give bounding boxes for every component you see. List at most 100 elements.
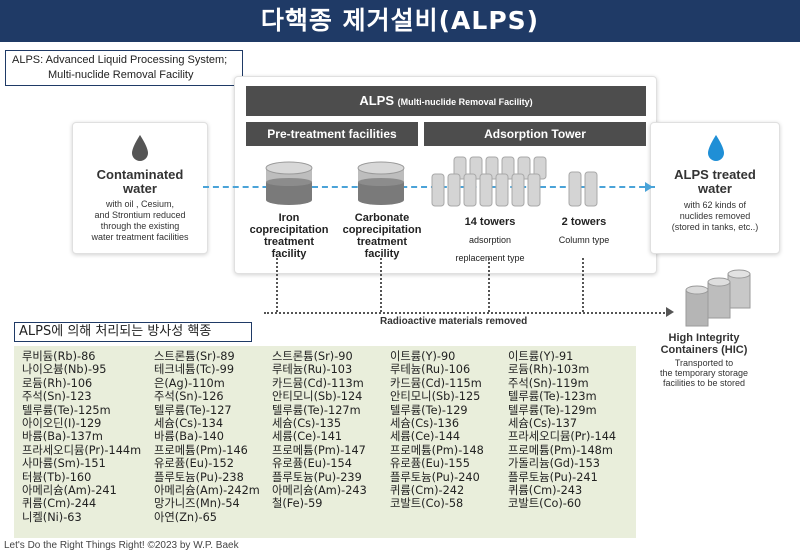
water-drop-icon <box>132 135 148 161</box>
contaminated-water-title: Contaminated water <box>74 168 206 196</box>
nuclide-item: 바륨(Ba)-140 <box>154 430 224 444</box>
nuclide-item: 프로메튬(Pm)-148m <box>508 443 613 457</box>
nuclide-item: 로듐(Rh)-103m <box>508 363 590 377</box>
carbonate-line2: coprecipitation <box>342 224 422 236</box>
hic-containers-icon <box>685 269 751 327</box>
towers-14-sub1: adsorption <box>468 235 512 245</box>
nuclide-item: 프라세오디뮴(Pr)-144 <box>508 430 617 444</box>
nuclide-item: 코발트(Co)-60 <box>508 497 582 511</box>
adsorption-towers-14-icon <box>431 156 547 207</box>
contaminated-title-line2: water <box>123 181 157 196</box>
water-flow-line <box>203 186 655 188</box>
treated-title-line2: water <box>698 181 732 196</box>
pre-treatment-bar: Pre-treatment facilities <box>246 122 418 146</box>
nuclide-item: 텔루륨(Te)-127 <box>154 403 232 417</box>
nuclide-item: 터븀(Tb)-160 <box>22 470 92 484</box>
iron-line4: facility <box>271 248 307 260</box>
hic-title-line2: Containers (HIC) <box>660 344 748 356</box>
nuclide-item: 아이오딘(I)-129 <box>22 416 102 430</box>
radioactive-removal-line <box>264 312 668 314</box>
nuclide-item: 프로메튬(Pm)-147 <box>272 443 366 457</box>
nuclide-item: 세슘(Cs)-136 <box>390 416 460 430</box>
nuclide-list-heading: ALPS에 의해 처리되는 방사성 핵종 <box>14 322 252 342</box>
nuclide-item: 프라세오디뮴(Pr)-144m <box>22 443 142 457</box>
nuclide-item: 가돌리늄(Gd)-153 <box>508 457 600 471</box>
towers-2-sub1: Column type <box>558 235 610 245</box>
nuclide-item: 망가니즈(Mn)-54 <box>154 497 240 511</box>
nuclide-item: 루테늄(Ru)-106 <box>390 363 471 377</box>
nuclide-item: 아메리슘(Am)-243 <box>272 483 367 497</box>
hic-desc-line2: the temporary storage <box>659 368 749 378</box>
towers-14-label: 14 towers adsorption replacement type <box>428 212 552 266</box>
nuclide-item: 텔루륨(Te)-125m <box>22 403 111 417</box>
nuclide-item: 나이오븀(Nb)-95 <box>22 363 107 377</box>
nuclide-item: 주석(Sn)-119m <box>508 376 589 390</box>
nuclide-item: 세슘(Cs)-137 <box>508 416 578 430</box>
nuclide-item: 아메리슘(Am)-241 <box>22 483 117 497</box>
nuclide-item: 로듐(Rh)-106 <box>22 376 93 390</box>
nuclide-item: 텔루륨(Te)-123m <box>508 390 597 404</box>
nuclide-item: 텔루륨(Te)-127m <box>272 403 361 417</box>
nuclide-item: 퀴륨(Cm)-244 <box>22 497 97 511</box>
nuclide-item: 니켈(Ni)-63 <box>22 510 82 524</box>
nuclide-item: 세슘(Cs)-135 <box>272 416 342 430</box>
column-towers-2-icon <box>568 171 598 207</box>
nuclide-item: 세륨(Ce)-141 <box>272 430 343 444</box>
treated-water-desc: with 62 kinds of nuclides removed (store… <box>652 200 778 233</box>
contaminated-desc-line2: and Strontium reduced <box>94 210 186 220</box>
contaminated-water-desc: with oil , Cesium, and Strontium reduced… <box>74 199 206 243</box>
alps-bar-sublabel: (Multi-nuclide Removal Facility) <box>397 97 533 107</box>
nuclide-item: 퀴륨(Cm)-242 <box>390 483 465 497</box>
hic-title: High Integrity Containers (HIC) <box>648 332 760 356</box>
nuclide-item: 퀴륨(Cm)-243 <box>508 483 583 497</box>
iron-line2: coprecipitation <box>249 224 329 236</box>
water-drop-icon <box>708 135 724 161</box>
hic-desc-line1: Transported to <box>674 358 734 368</box>
towers-2-title: 2 towers <box>561 216 607 228</box>
treated-desc-line3: (stored in tanks, etc..) <box>671 222 759 232</box>
nuclide-item: 유로퓸(Eu)-154 <box>272 457 352 471</box>
nuclide-item: 사마륨(Sm)-151 <box>22 457 106 471</box>
nuclide-item: 카드뮴(Cd)-113m <box>272 376 364 390</box>
nuclide-item: 텔루륨(Te)-129 <box>390 403 468 417</box>
nuclide-item: 주석(Sn)-123 <box>22 390 92 404</box>
removal-line-carbonate <box>380 258 382 312</box>
alps-bar: ALPS (Multi-nuclide Removal Facility) <box>246 86 646 116</box>
nuclide-item: 카드뮴(Cd)-115m <box>390 376 482 390</box>
removal-arrow-icon <box>666 307 674 317</box>
nuclide-item: 주석(Sn)-126 <box>154 390 224 404</box>
nuclide-item: 아연(Zn)-65 <box>154 510 217 524</box>
iron-line1: Iron <box>278 212 300 224</box>
iron-line3: treatment <box>263 236 315 248</box>
nuclide-item: 플루토늄(Pu)-240 <box>390 470 480 484</box>
nuclide-item: 은(Ag)-110m <box>154 376 225 390</box>
hic-desc: Transported to the temporary storage fac… <box>648 358 760 388</box>
contaminated-title-line1: Contaminated <box>96 167 184 182</box>
hic-title-line1: High Integrity <box>668 332 740 344</box>
alps-definition-line1: ALPS: Advanced Liquid Processing System; <box>12 54 228 66</box>
radioactive-removed-label: Radioactive materials removed <box>380 316 528 327</box>
nuclide-item: 텔루륨(Te)-129m <box>508 403 597 417</box>
nuclide-item: 프로메튬(Pm)-146 <box>154 443 248 457</box>
carbonate-facility-label: Carbonate coprecipitation treatment faci… <box>338 212 426 260</box>
nuclide-item: 플루토늄(Pu)-238 <box>154 470 244 484</box>
carbonate-line1: Carbonate <box>354 212 410 224</box>
page-title: 다핵종 제거설비(ALPS) <box>260 6 540 35</box>
alps-definition-line2: Multi-nuclide Removal Facility <box>48 69 194 81</box>
nuclide-item: 코발트(Co)-58 <box>390 497 464 511</box>
nuclide-item: 안티모니(Sb)-124 <box>272 390 363 404</box>
nuclide-item: 플루토늄(Pu)-239 <box>272 470 362 484</box>
treated-desc-line2: nuclides removed <box>679 211 751 221</box>
flow-arrow-icon <box>645 182 653 192</box>
nuclide-item: 테크네튬(Tc)-99 <box>154 363 235 377</box>
nuclide-item: 이트륨(Y)-91 <box>508 350 574 363</box>
nuclide-item: 아메리슘(Am)-242m <box>154 483 260 497</box>
nuclide-item: 루비듐(Rb)-86 <box>22 350 96 363</box>
treated-water-title: ALPS treated water <box>652 168 778 196</box>
nuclide-item: 스트론튬(Sr)-89 <box>154 350 235 363</box>
contaminated-desc-line3: through the existing <box>100 221 180 231</box>
